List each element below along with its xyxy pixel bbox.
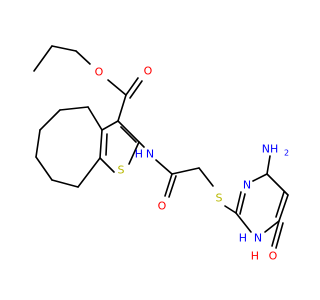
- bond-ch2-o: [75, 50, 91, 65]
- bond-ethyl-ch2: [51, 45, 77, 52]
- bond-c6-o-b: [275, 222, 284, 249]
- bond-camide-o-b: [168, 175, 177, 198]
- bond-n1-c2pyr: [235, 212, 252, 233]
- bond-c5-c6pyr-b: [275, 191, 285, 218]
- atom-labels: O O S N H O S N N H NH 2 O H: [95, 65, 289, 263]
- bond-n-camide: [155, 159, 173, 175]
- bond-c6-o-a: [271, 220, 280, 247]
- molecule-canvas: O O S N H O S N N H NH 2 O H: [33, 45, 289, 263]
- atom-s-thioether: S: [216, 192, 223, 205]
- atom-o-ester-ether: O: [95, 66, 104, 79]
- bond-c7-c8: [35, 156, 53, 181]
- bond-n3-c4: [252, 173, 268, 182]
- bond-c2pyr-n3-double: [239, 193, 246, 215]
- atom-h-amide: H: [135, 148, 143, 161]
- atom-n-amide: N: [146, 148, 154, 161]
- atom-o-ester-carbonyl: O: [144, 65, 153, 78]
- bond-c3a-c4: [87, 106, 103, 131]
- bond-c3a-c3: [101, 120, 119, 131]
- bond-ch2-s: [198, 167, 214, 187]
- bond-ester-c-o-double-a: [125, 77, 139, 96]
- bond-carbonyl-c3: [117, 94, 127, 122]
- molecule-structure: O O S N H O S N N H NH 2 O H: [33, 45, 289, 263]
- bond-c7a-c3a-double-a: [99, 129, 103, 159]
- bond-c4-c5pyr: [266, 173, 289, 196]
- bond-c8-c9: [51, 179, 79, 188]
- atom-h-pyrimidinone: H: [251, 250, 259, 263]
- bond-s-c7a: [99, 157, 115, 173]
- atom-s-thiophene: S: [118, 164, 125, 177]
- bond-c2pyr-n3: [235, 191, 242, 214]
- bond-c6-n1: [264, 220, 280, 233]
- bond-c2-s: [128, 141, 140, 165]
- bond-s-c2pyr: [224, 205, 237, 214]
- bond-c9-c7a: [77, 157, 101, 188]
- bond-c3-c2-double: [120, 126, 137, 143]
- atom-h-pyrimidine-1: H: [239, 232, 247, 245]
- bond-c4-nh2: [266, 155, 271, 175]
- atom-o-amide: O: [158, 200, 167, 213]
- bond-c5-c6pyr-a: [278, 194, 289, 222]
- bond-c3-c2: [117, 120, 140, 143]
- atom-amino-subscript: 2: [284, 149, 289, 158]
- bond-ester-c-o-double-b: [129, 80, 143, 99]
- bond-camide-o-a: [164, 173, 173, 197]
- bond-ethyl-ch3: [33, 45, 53, 72]
- atom-n-pyrimidine-1: N: [254, 232, 262, 245]
- atom-n-pyrimidine-3: N: [243, 179, 251, 192]
- bond-c4-c5: [59, 106, 89, 111]
- bonds: [33, 45, 289, 249]
- bond-c2-n: [138, 141, 145, 148]
- bond-c6-c7: [35, 129, 41, 158]
- bond-c7a-c3a-double-b: [105, 133, 108, 156]
- atom-n-amino: NH: [262, 143, 279, 156]
- bond-c5-c6: [39, 109, 61, 131]
- bond-camide-ch2: [171, 167, 200, 175]
- atom-o-pyrimidinone: O: [269, 250, 278, 263]
- bond-o-carbonyl-c: [107, 79, 127, 96]
